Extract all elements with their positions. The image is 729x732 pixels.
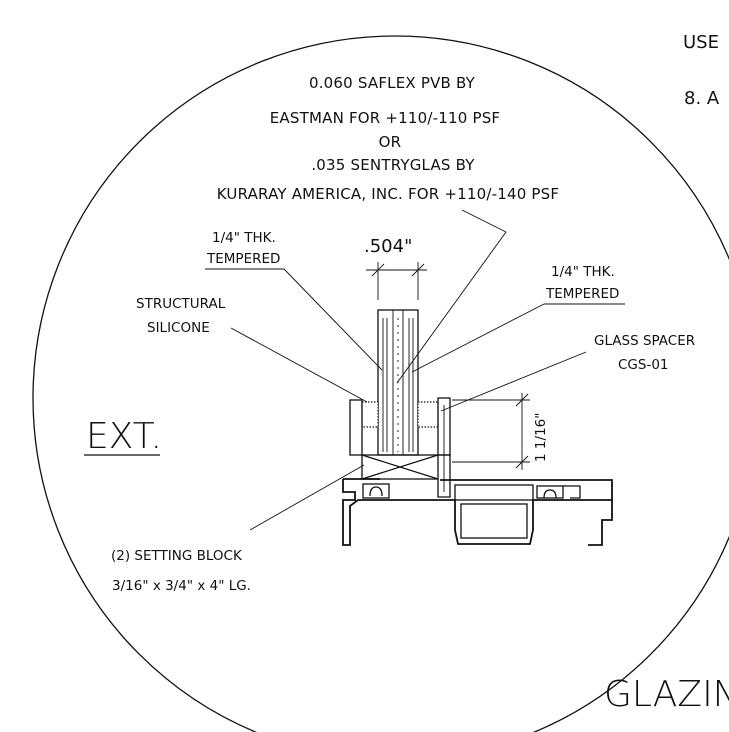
bite-dimension <box>452 393 530 470</box>
setting-block-line-1: (2) SETTING BLOCK <box>111 548 243 564</box>
setting-block <box>361 454 451 498</box>
right-glass-leader <box>411 303 545 373</box>
setting-block-label: (2) SETTING BLOCK 3/16" x 3/4" x 4" LG. <box>111 464 365 594</box>
structural-silicone-bead <box>361 401 379 428</box>
corner-note-use: USE <box>683 32 719 53</box>
interlayer-note: 0.060 SAFLEX PVB BY EASTMAN FOR +110/-11… <box>217 74 559 203</box>
right-glass-tempered: TEMPERED <box>545 286 619 302</box>
interlayer-line-2: EASTMAN FOR +110/-110 PSF <box>270 109 501 127</box>
frame-extrusion <box>342 478 613 546</box>
interlayer-line-4: .035 SENTRYGLAS BY <box>311 156 475 174</box>
left-glass-leader <box>283 268 383 371</box>
bite-dimension-text: 1 1/16" <box>533 413 549 462</box>
frame-stops <box>349 397 451 495</box>
interlayer-line-3: OR <box>379 133 402 151</box>
dim-glass-width: .504" <box>364 236 412 257</box>
setting-block-leader <box>249 464 365 531</box>
right-glass-thk: 1/4" THK. <box>551 264 615 280</box>
glass-spacer <box>417 401 439 428</box>
corner-note-8: 8. A <box>684 88 720 109</box>
exterior-label: EXT. <box>86 416 162 457</box>
silicone-label: STRUCTURAL SILICONE <box>136 296 368 403</box>
detail-circle <box>32 35 729 732</box>
interlayer-line-5: KURARAY AMERICA, INC. FOR +110/-140 PSF <box>217 185 559 203</box>
spacer-line-1: GLASS SPACER <box>594 333 695 349</box>
dim-glass-width-line <box>366 262 427 300</box>
spacer-leader <box>440 351 587 412</box>
section-title: GLAZIN <box>604 674 729 715</box>
interlayer-line-1: 0.060 SAFLEX PVB BY <box>309 74 476 92</box>
right-glass-label: 1/4" THK. TEMPERED <box>411 264 625 373</box>
left-glass-label: 1/4" THK. TEMPERED <box>205 230 383 371</box>
setting-block-line-2: 3/16" x 3/4" x 4" LG. <box>112 578 251 594</box>
silicone-line-2: SILICONE <box>147 320 210 336</box>
silicone-leader <box>230 327 368 403</box>
left-glass-tempered: TEMPERED <box>206 251 280 267</box>
silicone-line-1: STRUCTURAL <box>136 296 226 312</box>
spacer-line-2: CGS-01 <box>618 357 669 373</box>
left-glass-thk: 1/4" THK. <box>212 230 276 246</box>
spacer-label: GLASS SPACER CGS-01 <box>440 333 695 412</box>
laminated-glass <box>377 309 419 456</box>
interlayer-leader <box>396 209 507 384</box>
